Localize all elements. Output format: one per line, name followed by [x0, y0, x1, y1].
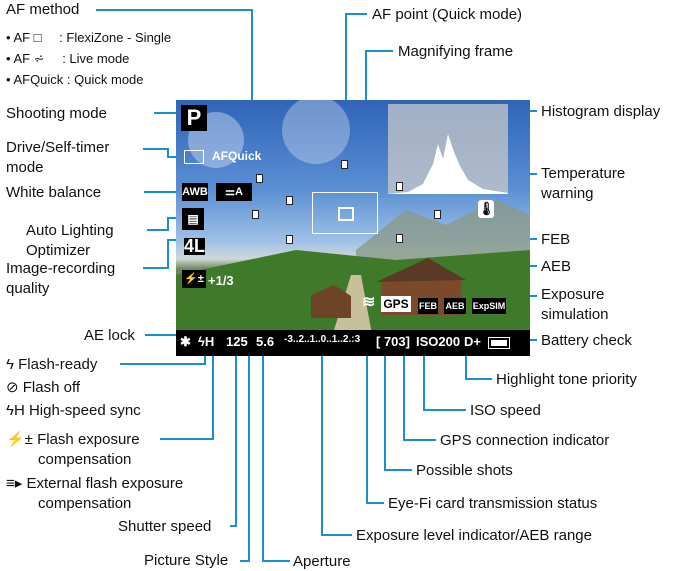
label-feb: FEB — [541, 231, 571, 248]
label-alo-1: Auto Lighting — [26, 222, 114, 239]
image-quality-indicator: 4L — [184, 236, 206, 256]
label-shooting-mode: Shooting mode — [6, 105, 107, 122]
label-ae-lock: AE lock — [84, 327, 135, 344]
gps-indicator: GPS — [381, 296, 411, 312]
label-drive-1: Drive/Self-timer — [6, 139, 110, 156]
label-drive-2: mode — [6, 159, 44, 176]
label-magnifying-frame: Magnifying frame — [398, 43, 514, 60]
label-picture-style: Picture Style — [144, 552, 229, 569]
af-point-marker — [252, 210, 259, 219]
af-point-marker — [396, 234, 403, 243]
flash-compensation-icon: ⚡± — [182, 270, 206, 288]
label-possible-shots: Possible shots — [416, 462, 513, 479]
label-aperture: Aperture — [293, 553, 351, 570]
scenery — [176, 100, 530, 356]
label-shutter-speed: Shutter speed — [118, 518, 212, 535]
shutter-speed-value: 125 — [226, 334, 248, 349]
feb-indicator: FEB — [418, 298, 438, 314]
af-point-box — [338, 207, 354, 221]
label-exp-sim-1: Exposure — [541, 286, 605, 303]
label-gps: GPS connection indicator — [440, 432, 610, 449]
battery-icon — [488, 337, 510, 349]
label-temp-2: warning — [541, 185, 594, 202]
eye-fi-icon: ≋ — [362, 294, 376, 311]
aperture-value: 5.6 — [256, 334, 275, 349]
label-exp-sim-2: simulation — [541, 306, 609, 323]
info-bar: ✱ ϟH 125 5.6 -3..2..1..0..1..2.:3 [ 703]… — [176, 330, 530, 356]
label-white-balance: White balance — [6, 184, 102, 201]
label-fec-2: compensation — [38, 451, 132, 468]
exposure-level-scale: -3..2..1..0..1..2.:3 — [284, 334, 361, 345]
af-point-marker — [396, 182, 403, 191]
label-efec-2: compensation — [38, 495, 132, 512]
label-af-point-quick: AF point (Quick mode) — [372, 6, 523, 23]
label-fec-1: ⚡± Flash exposure — [6, 431, 140, 448]
histogram-panel — [388, 104, 508, 194]
aeb-indicator: AEB — [444, 298, 466, 314]
label-efec-1: ≡▸ External flash exposure — [6, 475, 184, 492]
picture-style-icon: ⚌A — [216, 183, 252, 201]
flash-ready-icon: ϟ — [6, 356, 14, 373]
live-view-screen: 🌡 P AFQuick AWB ⚌A ▤ 4L ⚡± +1/3 ≋ GPS FE… — [176, 100, 530, 356]
bullet-af-flexi: • AF □ : FlexiZone - Single — [6, 30, 172, 45]
af-quick-icon: AFQuick — [13, 72, 64, 87]
histogram-graph — [388, 134, 508, 194]
bullet-af-live: • AF ⩫ : Live mode — [6, 51, 130, 66]
bullet-af-quick: • AFQuick : Quick mode — [6, 72, 144, 87]
label-flash-ready: ϟ Flash-ready — [6, 356, 98, 373]
drive-single-icon — [184, 150, 204, 164]
label-af-method: AF method — [6, 1, 80, 18]
af-flexi-icon: AF □ — [13, 30, 42, 45]
label-irq-1: Image-recording — [6, 260, 116, 277]
label-irq-2: quality — [6, 280, 50, 297]
label-alo-2: Optimizer — [26, 242, 91, 259]
af-point-marker — [286, 196, 293, 205]
external-flash-icon: ≡▸ — [6, 475, 23, 492]
flash-off-icon: ⊘ — [6, 379, 19, 396]
af-live-icon: AF ⩫ — [13, 51, 45, 66]
thermometer-icon: 🌡 — [478, 200, 495, 218]
flash-exposure-comp-icon: ⚡± — [6, 431, 33, 448]
af-point-marker — [341, 160, 348, 169]
high-speed-sync-icon: ϟH — [6, 402, 25, 419]
af-quick-indicator: AFQuick — [212, 149, 262, 163]
label-battery: Battery check — [541, 332, 632, 349]
label-iso-speed: ISO speed — [470, 402, 541, 419]
flash-compensation-value: +1/3 — [208, 273, 234, 288]
shooting-mode-badge: P — [181, 105, 207, 131]
highlight-tone-indicator: D+ — [464, 334, 481, 349]
label-high-speed-sync: ϟH High-speed sync — [6, 402, 141, 419]
magnifying-frame[interactable] — [312, 192, 378, 234]
label-eye-fi: Eye-Fi card transmission status — [388, 495, 598, 512]
awb-indicator: AWB — [182, 183, 208, 201]
label-temp-1: Temperature — [541, 165, 626, 182]
possible-shots-value: [ 703] — [376, 334, 410, 349]
label-flash-off: ⊘ Flash off — [6, 379, 81, 396]
iso-speed-value: ISO200 — [416, 334, 461, 349]
ae-lock-indicator: ✱ — [180, 334, 191, 349]
label-histogram: Histogram display — [541, 103, 661, 120]
label-aeb: AEB — [541, 258, 572, 275]
label-highlight-tone: Highlight tone priority — [496, 371, 637, 388]
auto-lighting-optimizer-icon: ▤ — [182, 208, 204, 230]
af-point-marker — [286, 235, 293, 244]
af-point-marker — [434, 210, 441, 219]
flash-indicator: ϟH — [198, 334, 215, 349]
af-point-marker — [256, 174, 263, 183]
label-exposure-level: Exposure level indicator/AEB range — [356, 527, 592, 544]
exposure-simulation-indicator: ExpSIM — [472, 298, 506, 314]
